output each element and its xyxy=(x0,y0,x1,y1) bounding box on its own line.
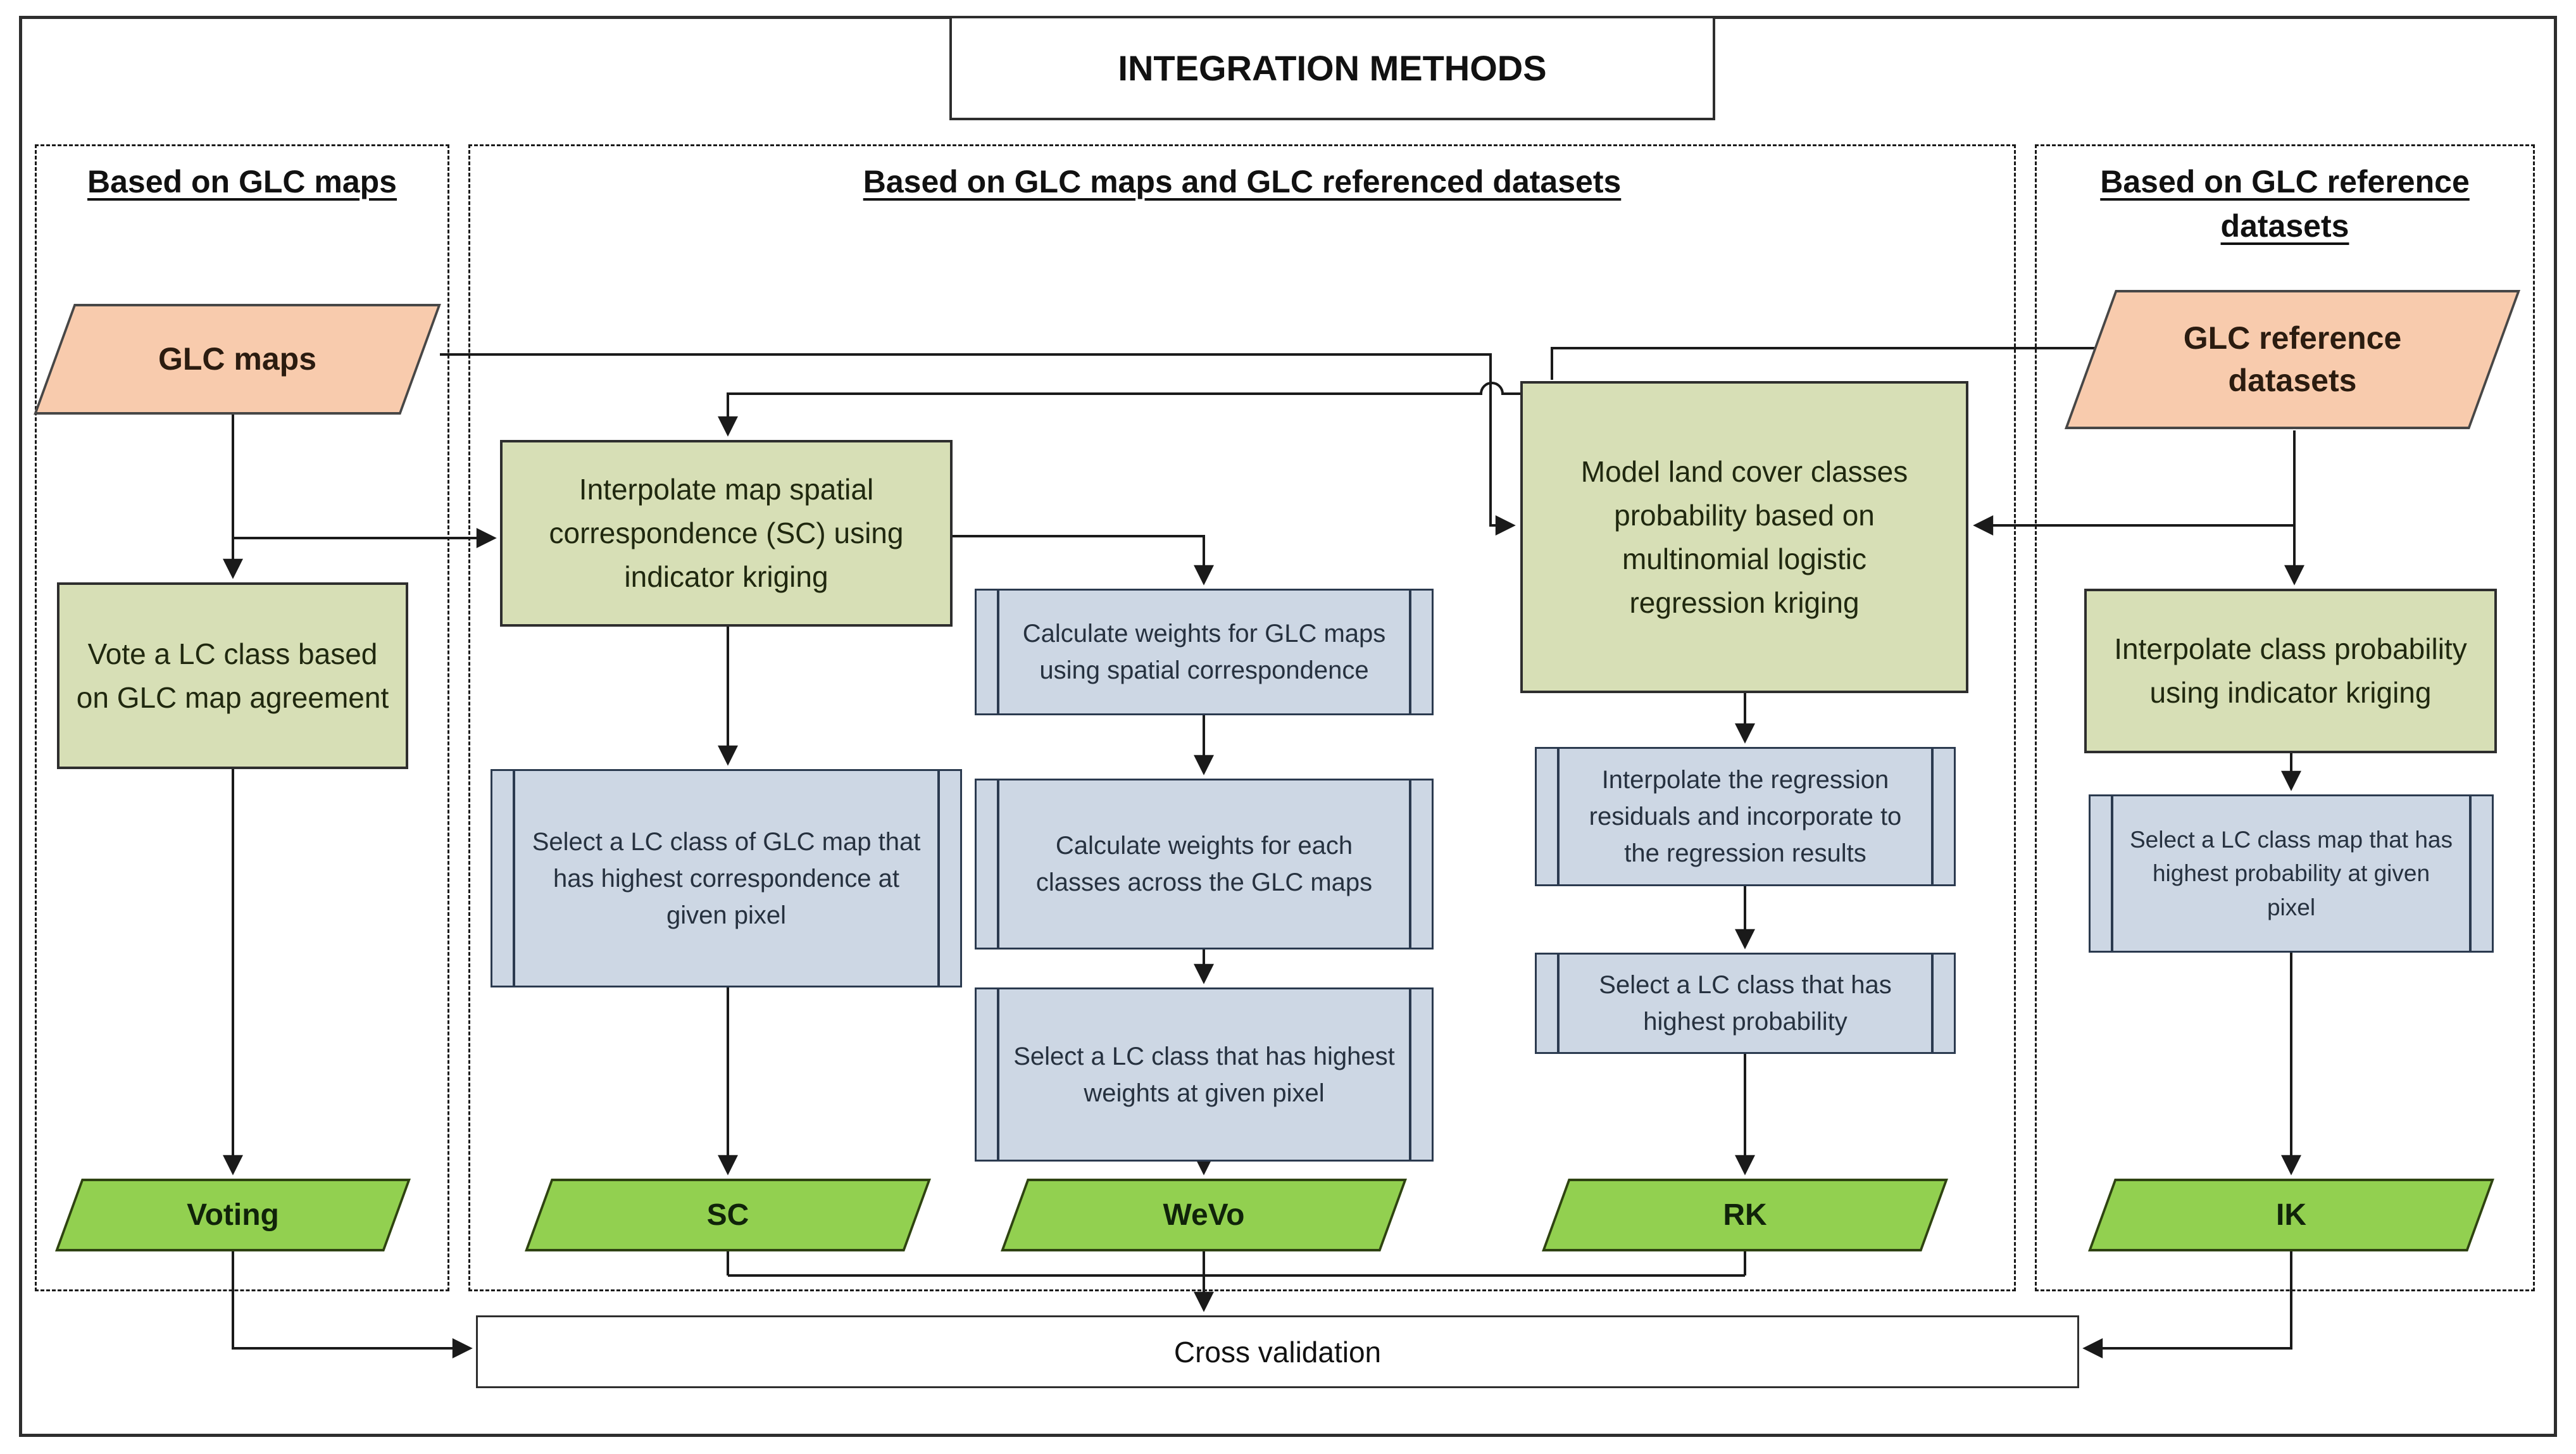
process-model-land-cover-probability: Model land cover classes probability bas… xyxy=(1520,381,1968,693)
output-voting-label: Voting xyxy=(187,1198,279,1232)
input-glc-maps-label: GLC maps xyxy=(158,341,317,377)
section-based-on-maps-and-referenced xyxy=(468,144,2016,1291)
heading-middle: Based on GLC maps and GLC referenced dat… xyxy=(863,164,1622,199)
step-interpolate-regression-residuals: Interpolate the regression residuals and… xyxy=(1535,747,1956,886)
input-glc-reference-datasets: GLC reference datasets xyxy=(2064,290,2521,429)
diagram-title: INTEGRATION METHODS xyxy=(1118,48,1547,88)
output-voting: Voting xyxy=(55,1179,411,1251)
cross-validation-label: Cross validation xyxy=(1173,1335,1382,1369)
step-select-class-highest-correspondence: Select a LC class of GLC map that has hi… xyxy=(491,769,962,987)
output-ik: IK xyxy=(2088,1179,2494,1251)
step-select-class-map-highest-probability: Select a LC class map that has highest p… xyxy=(2089,794,2494,953)
output-wevo: WeVo xyxy=(1001,1179,1407,1251)
output-rk-label: RK xyxy=(1723,1198,1767,1232)
heading-right: Based on GLC reference datasets xyxy=(2100,164,2470,244)
output-sc-label: SC xyxy=(706,1198,749,1232)
output-rk: RK xyxy=(1542,1179,1948,1251)
output-sc: SC xyxy=(525,1179,931,1251)
process-interpolate-class-probability: Interpolate class probability using indi… xyxy=(2084,589,2497,753)
cross-validation-box: Cross validation xyxy=(476,1315,2079,1388)
step-select-class-highest-weights: Select a LC class that has highest weigh… xyxy=(975,987,1434,1162)
step-select-class-highest-probability: Select a LC class that has highest proba… xyxy=(1535,953,1956,1054)
input-glc-maps: GLC maps xyxy=(34,304,441,415)
process-vote-lc-class: Vote a LC class based on GLC map agreeme… xyxy=(57,582,408,769)
step-calc-weights-each-class: Calculate weights for each classes acros… xyxy=(975,779,1434,949)
process-interpolate-spatial-correspondence: Interpolate map spatial correspondence (… xyxy=(500,440,953,627)
input-glc-ref-label: GLC reference datasets xyxy=(2183,320,2402,399)
output-ik-label: IK xyxy=(2276,1198,2306,1232)
output-wevo-label: WeVo xyxy=(1163,1198,1245,1232)
heading-left: Based on GLC maps xyxy=(87,164,397,199)
step-calc-weights-glc-maps: Calculate weights for GLC maps using spa… xyxy=(975,589,1434,715)
title-box: INTEGRATION METHODS xyxy=(949,16,1715,120)
